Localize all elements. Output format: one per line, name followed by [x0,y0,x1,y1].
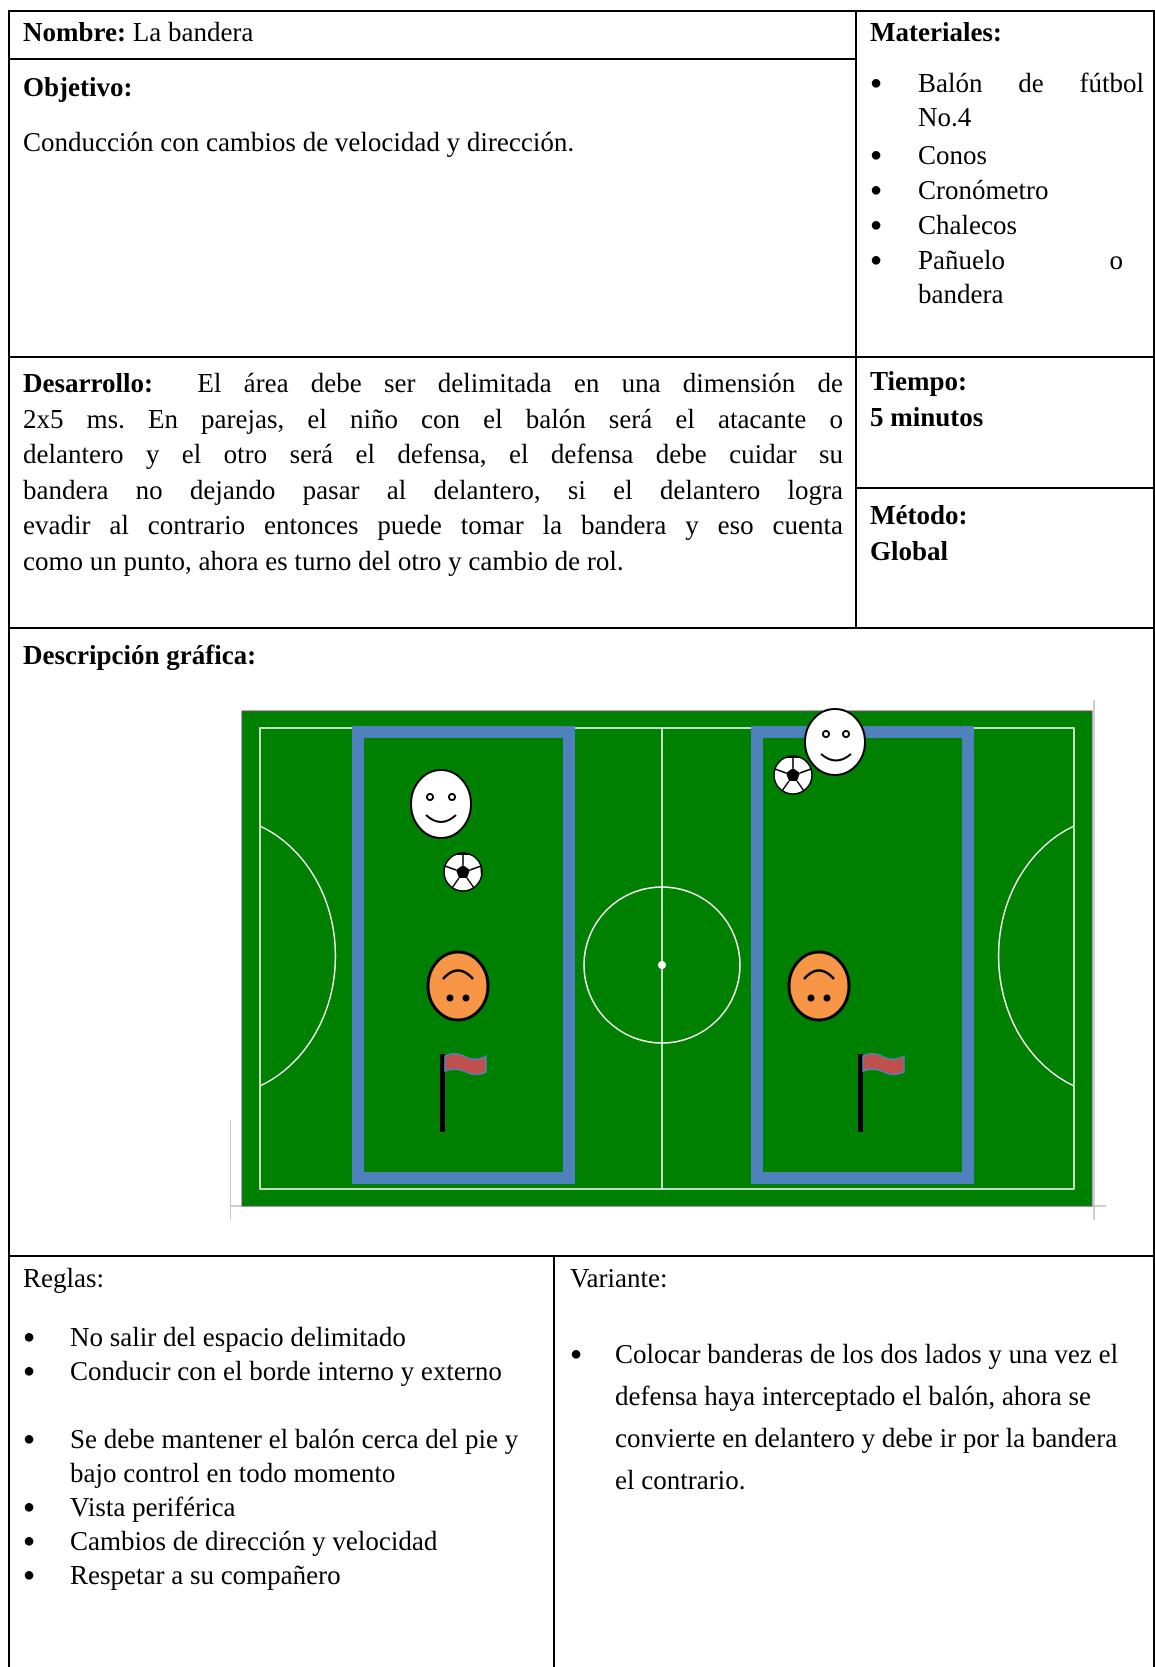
reglas-item: ● Respetar a su compañero [23,1560,341,1590]
reglas-item: ● Vista periférica [23,1492,236,1522]
reglas-item: ● Se debe mantener el balón cerca del pi… [23,1424,519,1488]
bullet-icon: ● [23,1564,36,1586]
materiales-item: ● Chalecos [870,210,1017,240]
defender-face-icon [426,950,490,1022]
metodo-label: Método: [870,500,968,530]
materiales-item: ● Balón de fútbol No.4 [870,68,1144,132]
reglas-item: ● Cambios de dirección y velocidad [23,1526,438,1556]
penalty-arc-left [259,825,337,1087]
pitch-lines [259,727,1075,1190]
divider-row3 [8,1255,1155,1257]
divider-materials-col [855,10,857,628]
soccer-ball-icon [443,852,483,892]
bullet-icon: ● [570,1343,583,1365]
grafica-label: Descripción gráfica: [23,640,257,670]
flag-icon [440,1053,487,1132]
defender-face-icon [787,950,851,1022]
reglas-item: ● No salir del espacio delimitado [23,1322,406,1352]
nombre-field: Nombre: La bandera [23,17,253,48]
reglas-label: Reglas: [23,1263,104,1293]
desarrollo-block: Desarrollo: El área debe ser delimitada … [23,368,844,576]
materiales-label: Materiales: [870,17,1002,47]
zone-left [352,726,575,1184]
bullet-icon: ● [23,1326,36,1348]
bullet-icon: ● [23,1496,36,1518]
divider-nombre-objetivo [8,58,855,60]
bullet-icon: ● [870,179,883,201]
reglas-item: ● Conducir con el borde interno y extern… [23,1356,502,1386]
materiales-item: ● Cronómetro [870,175,1049,205]
variante-label: Variante: [570,1263,668,1293]
table-border-right [1153,10,1155,1667]
materiales-item: ● Conos [870,140,988,170]
flag-icon [858,1053,905,1132]
divider-reglas-variante [553,1255,555,1667]
bullet-icon: ● [870,249,883,271]
bullet-icon: ● [870,144,883,166]
divider-tiempo-metodo [855,487,1155,489]
table-border-top [8,10,1155,12]
materiales-list: ● Balón de fútbol No.4 ● Conos ● Cronóme… [870,66,1145,315]
table-border-left [8,10,10,1667]
objetivo-label: Objetivo: [23,72,133,102]
center-circle [583,886,741,1044]
bullet-icon: ● [23,1530,36,1552]
divider-row2 [8,627,1155,629]
attacker-smiley-icon [410,769,472,839]
metodo-value: Global [870,536,949,566]
divider-row1 [8,356,1155,358]
bullet-icon: ● [23,1360,36,1382]
penalty-arc-right [997,825,1075,1087]
materiales-item: ● Pañuelo o bandera [870,245,1123,309]
bullet-icon: ● [870,72,883,94]
bullet-icon: ● [870,214,883,236]
nombre-value: La bandera [132,17,254,47]
nombre-label: Nombre: [23,17,126,47]
soccer-ball-icon [773,755,813,795]
pitch [241,710,1093,1207]
field-diagram [230,700,1106,1220]
attacker-smiley-icon [804,708,866,776]
tiempo-value: 5 minutos [870,402,984,432]
objetivo-text: Conducción con cambios de velocidad y di… [23,127,575,157]
tiempo-label: Tiempo: [870,366,968,396]
bullet-icon: ● [23,1428,36,1450]
reglas-list: ● No salir del espacio delimitado ● Cond… [23,1320,538,1592]
desarrollo-label: Desarrollo: [23,368,153,398]
